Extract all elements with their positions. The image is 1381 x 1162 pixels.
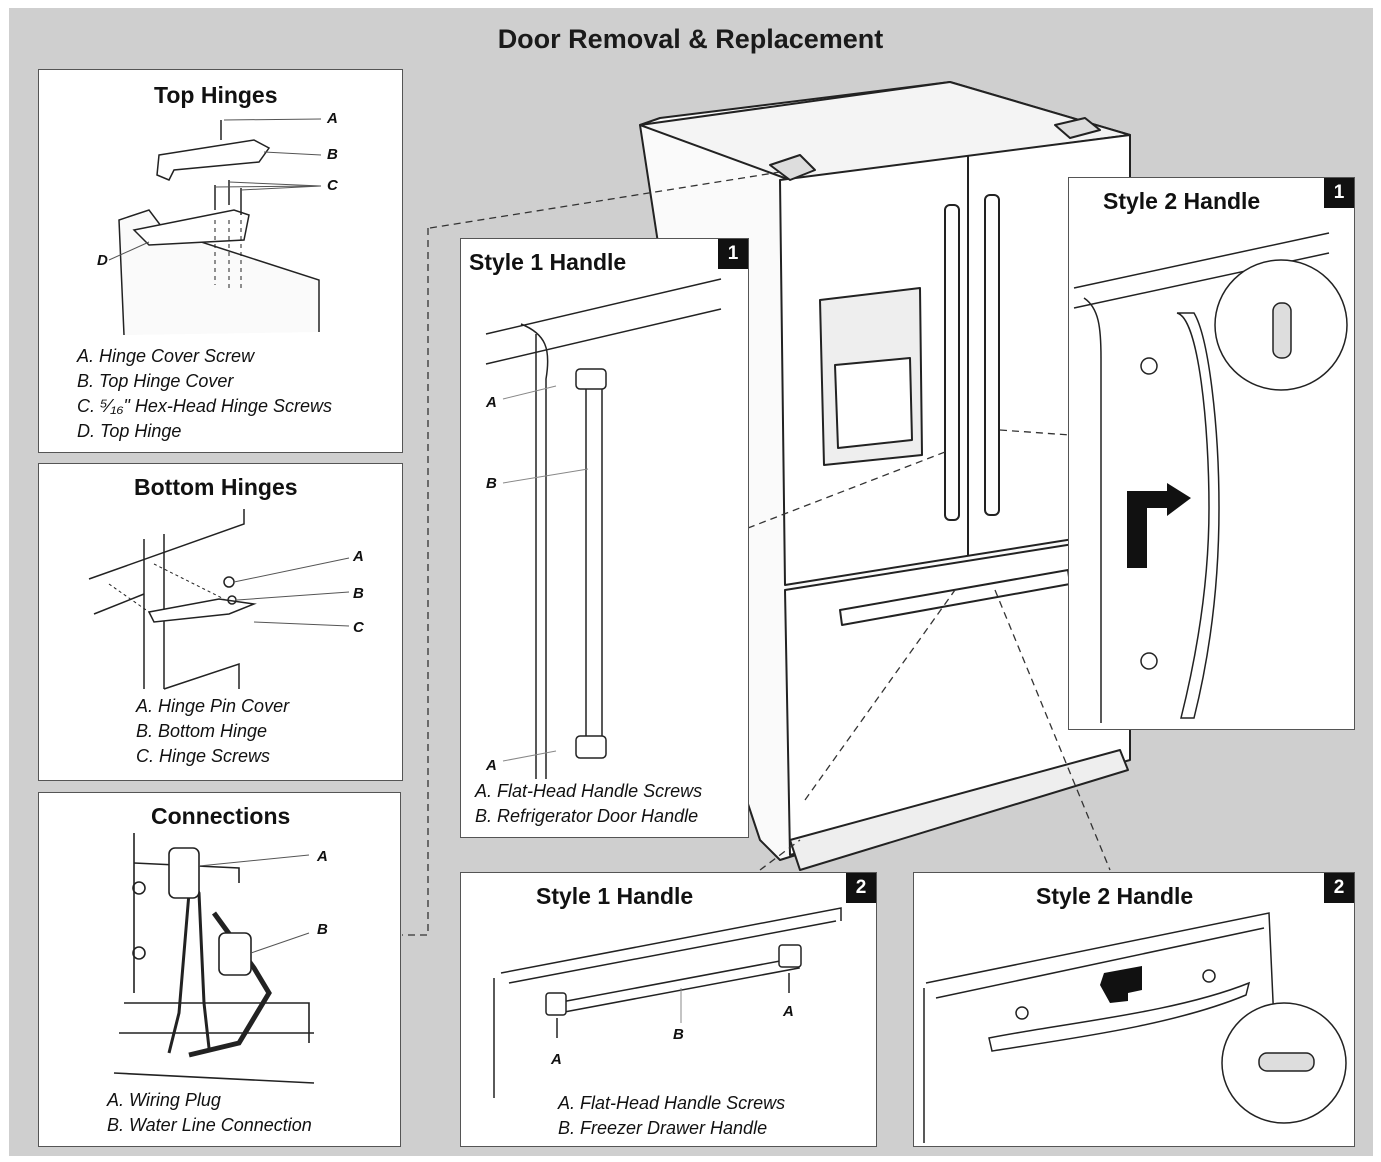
style1-door-title: Style 1 Handle (469, 249, 627, 275)
bottom-hinges-legend: A. Hinge Pin Cover B. Bottom Hinge C. Hi… (136, 694, 289, 769)
callout-b: B (317, 921, 328, 938)
connections-legend: A. Wiring Plug B. Water Line Connection (107, 1088, 312, 1138)
style1-drawer-title: Style 1 Handle (536, 883, 694, 909)
top-hinges-panel: Top Hinges A B C D A. Hinge Cover Screw … (38, 69, 403, 453)
bottom-hinge-illustration (88, 509, 350, 690)
callout-a: A (486, 757, 497, 774)
callout-a: A (353, 548, 364, 565)
style1-drawer-legend: A. Flat-Head Handle Screws B. Freezer Dr… (558, 1091, 785, 1141)
legend-item: C. Hinge Screws (136, 746, 271, 766)
style1-drawer-handle-panel: Style 1 Handle 2 A B A A. Flat-Head Hand… (460, 872, 877, 1147)
legend-item: B. Top Hinge Cover (77, 371, 234, 391)
callout-a: A (327, 110, 338, 127)
connections-title: Connections (151, 803, 291, 829)
legend-item: B. Freezer Drawer Handle (558, 1118, 768, 1138)
legend-item: A. Wiring Plug (107, 1090, 221, 1110)
callout-a: A (783, 1003, 794, 1020)
step-badge: 2 (846, 873, 876, 903)
drawer-handle-illustration (923, 912, 1347, 1143)
bottom-hinges-panel: Bottom Hinges A B C A. Hinge Pin Cover B… (38, 463, 403, 781)
step-badge: 1 (1324, 178, 1354, 208)
style1-door-legend: A. Flat-Head Handle Screws B. Refrigerat… (475, 779, 702, 829)
legend-item: D. Top Hinge (77, 421, 182, 441)
callout-d: D (97, 252, 108, 269)
legend-item: B. Refrigerator Door Handle (475, 806, 699, 826)
legend-item: C. ⁵⁄₁₆" Hex-Head Hinge Screws (77, 396, 332, 416)
callout-b: B (327, 146, 338, 163)
style2-door-title: Style 2 Handle (1103, 188, 1261, 214)
style1-door-handle-panel: Style 1 Handle 1 A B A A. Flat-Head Hand… (460, 238, 749, 838)
bottom-hinges-title: Bottom Hinges (134, 474, 298, 500)
legend-item: A. Flat-Head Handle Screws (558, 1093, 786, 1113)
legend-item: A. Flat-Head Handle Screws (475, 781, 703, 801)
page-title: Door Removal & Replacement (497, 24, 884, 54)
callout-c: C (327, 177, 338, 194)
legend-item: B. Bottom Hinge (136, 721, 268, 741)
style2-drawer-handle-panel: Style 2 Handle 2 (913, 872, 1355, 1147)
callout-b: B (353, 585, 364, 602)
callout-a: A (551, 1051, 562, 1068)
drawer-handle-illustration (493, 907, 842, 1098)
top-hinges-legend: A. Hinge Cover Screw B. Top Hinge Cover … (77, 344, 332, 444)
top-hinge-illustration (108, 118, 322, 336)
legend-item: A. Hinge Cover Screw (77, 346, 255, 366)
door-handle-illustration (485, 278, 722, 779)
callout-c: C (353, 619, 364, 636)
callout-b: B (486, 475, 497, 492)
step-badge: 2 (1324, 873, 1354, 903)
callout-b: B (673, 1026, 684, 1043)
style2-drawer-title: Style 2 Handle (1036, 883, 1194, 909)
step-badge: 1 (718, 239, 748, 269)
legend-item: A. Hinge Pin Cover (136, 696, 290, 716)
style2-door-handle-panel: Style 2 Handle 1 (1068, 177, 1355, 730)
callout-a: A (486, 394, 497, 411)
top-hinges-title: Top Hinges (154, 82, 278, 108)
legend-item: B. Water Line Connection (107, 1115, 312, 1135)
callout-a: A (317, 848, 328, 865)
door-handle-illustration (1073, 232, 1348, 723)
connections-illustration (113, 833, 315, 1084)
connections-panel: Connections A B A. Wiring Plug B. Water … (38, 792, 401, 1147)
